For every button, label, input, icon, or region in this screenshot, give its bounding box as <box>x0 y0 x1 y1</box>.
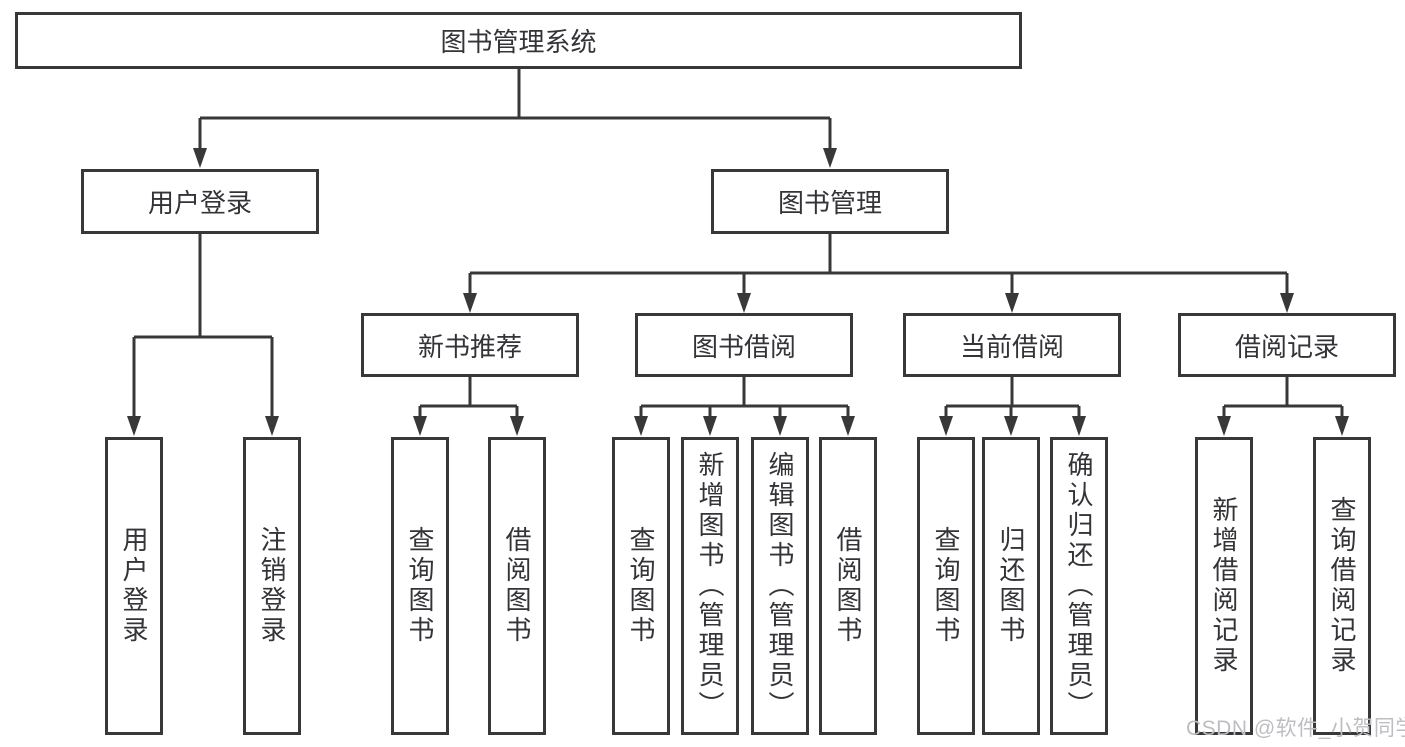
leaf-query-borrow-record-label: 查询借阅记录 <box>1327 496 1357 676</box>
root-node-label: 图书管理系统 <box>440 27 597 57</box>
leaf-user-login-label: 用户登录 <box>119 526 149 646</box>
node-book-borrow-label: 图书借阅 <box>691 331 796 362</box>
leaf-confirm-return-admin-label: 确认归还（管理员） <box>1064 451 1094 721</box>
leaf-edit-book-admin-label: 编辑图书（管理员） <box>765 451 795 721</box>
node-current-borrow-label: 当前借阅 <box>959 331 1064 362</box>
leaf-query-books-borrow: 查询图书 <box>612 437 670 735</box>
leaf-query-books-current: 查询图书 <box>917 437 975 735</box>
leaf-return-book-label: 归还图书 <box>996 526 1026 646</box>
node-user-login-label: 用户登录 <box>147 188 252 218</box>
leaf-return-book: 归还图书 <box>982 437 1040 735</box>
root-node-library-system: 图书管理系统 <box>15 12 1022 69</box>
node-book-management-label: 图书管理 <box>777 188 882 218</box>
leaf-logout-label: 注销登录 <box>257 526 287 646</box>
node-book-management: 图书管理 <box>711 169 949 234</box>
node-user-login: 用户登录 <box>81 169 319 234</box>
leaf-add-borrow-record-label: 新增借阅记录 <box>1209 496 1239 676</box>
node-new-book-recommend-label: 新书推荐 <box>417 331 522 362</box>
leaf-query-books-borrow-label: 查询图书 <box>626 526 656 646</box>
leaf-borrow-books-new: 借阅图书 <box>488 437 546 735</box>
leaf-edit-book-admin: 编辑图书（管理员） <box>751 437 809 735</box>
leaf-query-books-new-label: 查询图书 <box>405 526 435 646</box>
leaf-user-login: 用户登录 <box>105 437 163 735</box>
leaf-query-books-current-label: 查询图书 <box>931 526 961 646</box>
node-borrow-records: 借阅记录 <box>1178 313 1396 377</box>
leaf-query-books-new: 查询图书 <box>391 437 449 735</box>
leaf-borrow-books-new-label: 借阅图书 <box>502 526 532 646</box>
leaf-add-borrow-record: 新增借阅记录 <box>1195 437 1253 735</box>
leaf-borrow-books-borrow: 借阅图书 <box>819 437 877 735</box>
leaf-borrow-books-borrow-label: 借阅图书 <box>833 526 863 646</box>
node-book-borrow: 图书借阅 <box>635 313 853 377</box>
leaf-logout: 注销登录 <box>243 437 301 735</box>
leaf-add-book-admin: 新增图书（管理员） <box>681 437 739 735</box>
node-current-borrow: 当前借阅 <box>903 313 1121 377</box>
leaf-add-book-admin-label: 新增图书（管理员） <box>695 451 725 721</box>
node-new-book-recommend: 新书推荐 <box>361 313 579 377</box>
leaf-query-borrow-record: 查询借阅记录 <box>1313 437 1371 735</box>
leaf-confirm-return-admin: 确认归还（管理员） <box>1050 437 1108 735</box>
node-borrow-records-label: 借阅记录 <box>1234 331 1339 362</box>
csdn-watermark: CSDN @软件_小贺同学 <box>1186 717 1405 740</box>
